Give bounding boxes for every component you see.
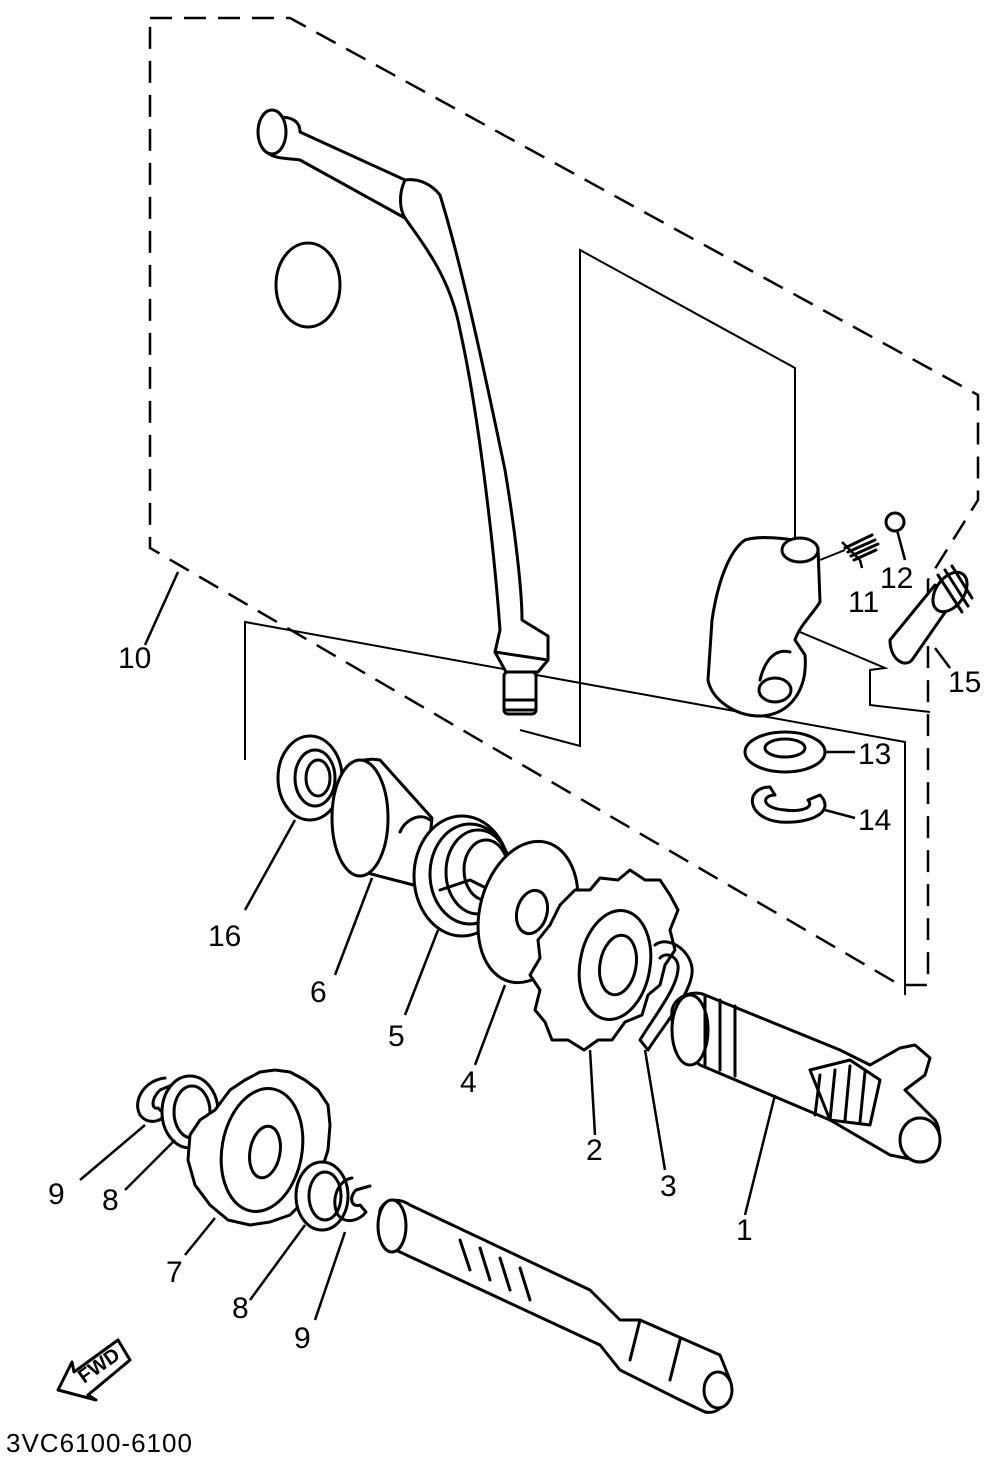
callout-10: 10 [118,642,151,675]
callout-9-left: 9 [48,1178,65,1211]
circlip-left-top [136,1076,174,1123]
kick-arm-boundary [519,248,796,748]
kick-lever [256,108,550,716]
diagram-code: 3VC6100-6100 [6,1428,193,1458]
callout-9-right: 9 [294,1322,311,1355]
washer-right [294,1160,350,1232]
kick-assembly-dashed-boundary [148,16,980,987]
callout-labels: 10 12 11 15 13 14 16 6 5 4 2 3 1 9 8 7 8… [48,562,981,1355]
callout-3: 3 [660,1170,677,1203]
plain-washer [743,730,827,774]
detent-spring [819,533,880,562]
ratchet-wheel [528,868,680,1052]
callout-14: 14 [858,804,891,837]
circlip [751,785,827,824]
main-axle [376,1198,734,1414]
leader-lines [79,529,951,1321]
kick-idle-gear [186,1068,332,1227]
callout-16: 16 [208,920,241,953]
pinch-bolt [888,564,974,665]
spring-guide [330,757,434,890]
callout-13: 13 [858,738,891,771]
circlip-right [333,1176,372,1223]
forward-arrow-icon: FWD [56,1338,132,1402]
callout-1: 1 [736,1214,753,1247]
callout-8-left: 8 [102,1184,119,1217]
oil-seal [274,241,344,822]
callout-5: 5 [388,1020,405,1053]
kick-axle [670,991,942,1164]
callout-8-right: 8 [232,1292,249,1325]
kick-boss [706,536,822,718]
callout-2: 2 [586,1134,603,1167]
kick-shaft-group-boundary [244,620,906,995]
spring-clip [638,940,694,1052]
callout-4: 4 [460,1066,477,1099]
callout-6: 6 [310,976,327,1009]
callout-11: 11 [848,586,879,619]
kick-boss-boundary [799,631,931,713]
detent-ball [884,511,906,533]
callout-12: 12 [880,562,913,595]
callout-7: 7 [166,1256,183,1289]
callout-15: 15 [948,666,981,699]
